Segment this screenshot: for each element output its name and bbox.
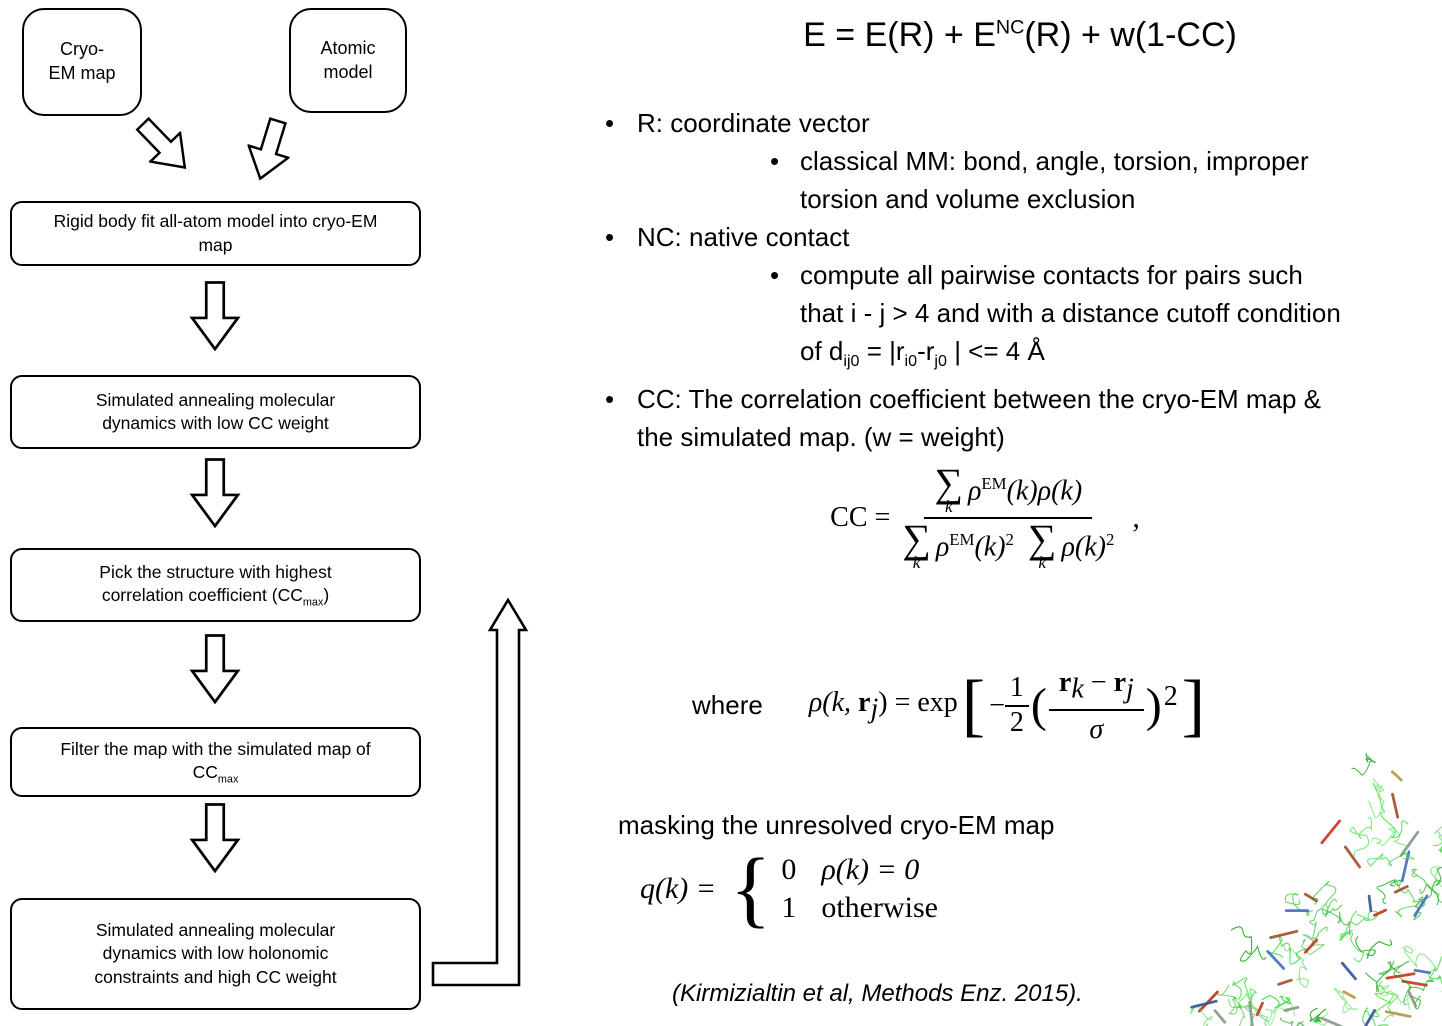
pairwise-l3-sub3: j0: [934, 352, 947, 371]
rigid-body-fit-label: Rigid body fit all-atom model into cryo-…: [53, 211, 378, 255]
arrow-cryo-to-fit: [135, 116, 187, 170]
cc-fraction-numerator: ∑k ρEM(k)ρ(k): [924, 460, 1093, 520]
case-brace: {: [730, 840, 772, 936]
pick-structure-text: Pick the structure with highest correlat…: [99, 561, 332, 605]
cc-den-term2: ρ(k)2: [1061, 529, 1115, 563]
pick-structure-label: Pick the structure with highest correlat…: [67, 561, 364, 610]
cc-fraction-denominator: ∑k ρEM(k)2 ∑k ρ(k)2: [902, 516, 1115, 573]
pick-structure-sub: max: [302, 596, 324, 609]
arrow-model-to-fit: [246, 117, 291, 181]
bullet-pairwise-contacts: compute all pairwise contacts for pairs …: [770, 256, 1442, 380]
cc-den-term1: ρEM(k)2: [935, 529, 1014, 563]
pick-structure-close: ): [323, 584, 330, 605]
sa-low-cc-box: Simulated annealing molecular dynamics w…: [10, 375, 421, 449]
pairwise-l3-pre: of d: [800, 336, 844, 366]
masking-equation: q(k) = { 0 ρ(k) = 0 1 otherwise: [640, 840, 938, 936]
minus-sign: −: [989, 689, 1005, 721]
molecule-density-image: [1190, 752, 1442, 1026]
masking-label: masking the unresolved cryo-EM map: [618, 810, 1055, 840]
pairwise-line3: of dij0 = |ri0-rj0 | <= 4 Å: [800, 332, 1442, 380]
cryo-em-map-box: Cryo- EM map: [22, 8, 142, 116]
bullet-native-contact-text: NC: native contact: [637, 222, 850, 252]
pairwise-line2: that i - j > 4 and with a distance cutof…: [800, 298, 1341, 328]
bullet-r-vector: R: coordinate vector: [596, 104, 1442, 142]
sa-high-cc-label: Simulated annealing molecular dynamics w…: [94, 920, 337, 987]
pairwise-l3-mid1: = |r: [859, 336, 905, 366]
cc-bullet-line1: CC: The correlation coefficient between …: [637, 384, 1322, 415]
open-paren: (: [1030, 678, 1047, 732]
where-label: where: [692, 690, 763, 721]
cc-equation: CC = ∑k ρEM(k)ρ(k) ∑k ρEM(k)2 ∑k ρ(k)2 ,: [745, 460, 1225, 573]
pairwise-l3-mid2: -r: [917, 336, 935, 366]
pairwise-l3-sub2: i0: [904, 352, 918, 371]
rho-definition-equation: where ρ(k, rj) = exp [ − 1 2 ( rk − rj σ…: [692, 666, 1209, 746]
sum-symbol: ∑k: [934, 460, 963, 516]
atomic-model-label: Atomic model: [320, 37, 376, 82]
bullet-classical-mm: classical MM: bond, angle, torsion, impr…: [770, 142, 1442, 218]
sum-symbol: ∑k: [902, 516, 931, 573]
sum-symbol: ∑k: [1027, 516, 1057, 573]
classical-mm-line2: torsion and volume exclusion: [800, 184, 1136, 214]
cc-equation-lhs: CC =: [830, 502, 891, 534]
arrow-down-4: [189, 803, 241, 873]
bullet-native-contact: NC: native contact: [596, 218, 1442, 256]
filter-map-text: Filter the map with the simulated map of…: [60, 738, 371, 782]
citation: (Kirmizialtin et al, Methods Enz. 2015).: [672, 980, 1083, 1007]
bullet-list: R: coordinate vector classical MM: bond,…: [596, 104, 1442, 456]
open-bracket: [: [961, 667, 986, 745]
pairwise-line1: compute all pairwise contacts for pairs …: [800, 260, 1303, 290]
case-row-2: 1 otherwise: [781, 890, 938, 924]
energy-equation: E = E(R) + ENC(R) + w(1-CC): [620, 16, 1420, 55]
arrow-down-2: [189, 458, 241, 528]
cc-bullet-line2: the simulated map. (w = weight): [637, 422, 1005, 453]
atomic-model-box: Atomic model: [289, 8, 407, 113]
sa-high-cc-box: Simulated annealing molecular dynamics w…: [10, 898, 421, 1010]
case-row-1: 0 ρ(k) = 0: [781, 852, 920, 886]
cryo-em-map-label: Cryo- EM map: [48, 39, 116, 83]
filter-map-sub: max: [217, 773, 239, 786]
rigid-body-fit-box: Rigid body fit all-atom model into cryo-…: [10, 201, 421, 266]
cc-equation-comma: ,: [1132, 501, 1140, 535]
energy-equation-sup: NC: [995, 16, 1025, 39]
one-half-fraction: 1 2: [1004, 672, 1029, 740]
pick-structure-box: Pick the structure with highest correlat…: [10, 548, 421, 622]
filter-map-box: Filter the map with the simulated map of…: [10, 727, 421, 797]
loop-back-arrow: [431, 597, 529, 987]
pairwise-l3-sub1: ij0: [843, 352, 860, 371]
case-list: 0 ρ(k) = 0 1 otherwise: [781, 853, 938, 925]
close-bracket: ]: [1181, 667, 1206, 745]
qk-lhs: q(k) =: [640, 871, 717, 905]
bullet-r-vector-text: R: coordinate vector: [637, 108, 870, 138]
arrow-down-3: [189, 634, 241, 704]
arrow-down-1: [189, 281, 241, 351]
pairwise-l3-post: | <= 4 Å: [946, 336, 1045, 366]
cc-fraction: ∑k ρEM(k)ρ(k) ∑k ρEM(k)2 ∑k ρ(k)2: [902, 460, 1115, 573]
rho-lhs: ρ(k, rj) = exp: [808, 687, 958, 725]
cc-num-term: ρEM(k)ρ(k): [967, 473, 1083, 506]
bullet-correlation-coefficient: CC: The correlation coefficient between …: [596, 380, 1442, 456]
energy-equation-post: (R) + w(1-CC): [1024, 16, 1237, 54]
close-paren-squared: )2: [1145, 679, 1178, 733]
classical-mm-line1: classical MM: bond, angle, torsion, impr…: [800, 146, 1309, 176]
filter-map-label: Filter the map with the simulated map of…: [57, 738, 374, 787]
sa-low-cc-label: Simulated annealing molecular dynamics w…: [95, 389, 336, 433]
energy-equation-pre: E = E(R) + E: [803, 16, 996, 54]
rk-rj-over-sigma: rk − rj σ: [1048, 666, 1144, 746]
